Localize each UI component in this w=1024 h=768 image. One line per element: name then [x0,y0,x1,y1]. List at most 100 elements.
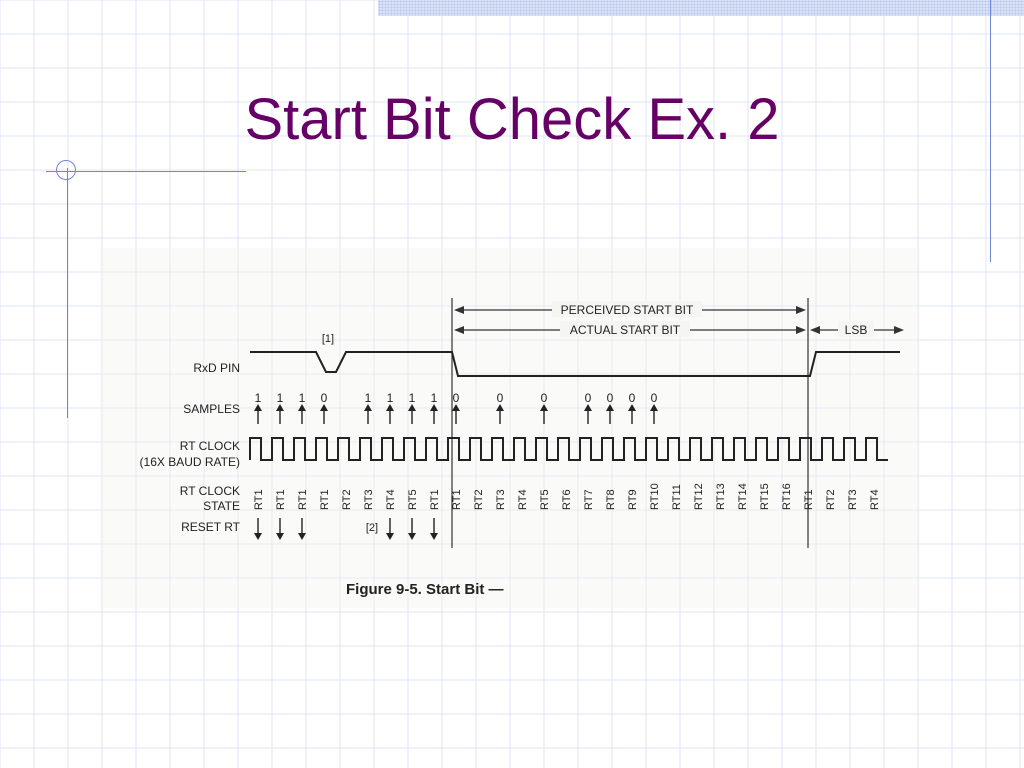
reset-rt-label: RESET RT [181,520,241,534]
sample-value: 0 [629,391,636,405]
rt-state-label: RT5 [407,489,419,510]
sample-value: 0 [321,391,328,405]
rt-clock-state-label: RT CLOCK [180,484,240,498]
rt-clock-waveform [249,437,888,461]
sample-arrowhead [254,404,262,411]
sample-value: 0 [541,391,548,405]
sample-value: 1 [409,391,416,405]
rt-state-label: RT1 [803,489,815,510]
sample-arrowhead [408,404,416,411]
rt-state-label: RT1 [275,489,287,510]
rt-state-label: RT8 [605,489,617,510]
actual-arrowhead-right [796,326,806,334]
perceived-start-bit-label: PERCEIVED START BIT [561,303,694,317]
decorative-title-underline [46,171,246,172]
sample-value: 1 [365,391,372,405]
rt-state-label: RT6 [561,489,573,510]
lsb-label: LSB [845,323,868,337]
actual-arrowhead-left [454,326,464,334]
sample-arrowhead [606,404,614,411]
rt-state-label: RT1 [429,489,441,510]
sample-arrowhead [430,404,438,411]
sample-value: 0 [651,391,658,405]
reset-arrowhead [408,533,416,540]
sample-arrowhead [298,404,306,411]
rt-clock-state-row: RT1 RT1 RT1 RT1 RT2 RT3 RT4 RT5 RT1 RT1 RT2 RT3 RT4 R… [253,483,881,510]
slide-title: Start Bit Check Ex. 2 [244,87,780,152]
perceived-arrowhead-left [454,306,464,314]
scanned-figure-backdrop [100,248,920,608]
rt-state-label: RT14 [737,483,749,510]
rt-state-label: RT10 [649,483,661,510]
rt-state-label: RT3 [495,489,507,510]
sample-arrowhead [584,404,592,411]
rt-state-label: RT4 [869,489,881,510]
rt-state-label: RT15 [759,483,771,510]
rt-state-label: RT1 [319,489,331,510]
rt-state-label: RT4 [385,489,397,510]
sample-arrowhead [452,404,460,411]
sample-arrowhead [364,404,372,411]
state-label: STATE [203,499,240,513]
baud-rate-label: (16X BAUD RATE) [140,455,240,469]
rt-state-label: RT13 [715,483,727,510]
samples-label: SAMPLES [183,402,240,416]
reset-arrowhead [298,533,306,540]
sample-arrowhead [540,404,548,411]
sample-value: 0 [453,391,460,405]
sample-value: 1 [387,391,394,405]
rt-state-label: RT1 [297,489,309,510]
sample-value: 1 [277,391,284,405]
reset-arrowhead [276,533,284,540]
rt-state-label: RT2 [473,489,485,510]
actual-start-bit-label: ACTUAL START BIT [570,323,681,337]
sample-arrowhead [496,404,504,411]
rt-clock-row [249,437,888,461]
rt-state-label: RT3 [847,489,859,510]
perceived-arrowhead-right [796,306,806,314]
sample-value: 1 [255,391,262,405]
rt-state-label: RT9 [627,489,639,510]
rt-state-label: RT5 [539,489,551,510]
rt-state-label: RT2 [341,489,353,510]
reset-rt-row [254,518,438,540]
rxd-pin-label: RxD PIN [193,361,240,375]
reset-arrowhead [254,533,262,540]
rt-state-label: RT3 [363,489,375,510]
note-2-marker: [2] [366,522,378,534]
actual-label-bg [560,321,690,337]
decorative-circle [56,160,76,180]
rt-state-label: RT7 [583,489,595,510]
rt-clock-label: RT CLOCK [180,439,240,453]
samples-row: 1 1 1 0 1 1 1 1 0 0 0 0 0 0 0 [254,391,658,424]
top-decorative-band [378,0,1024,16]
sample-value: 1 [299,391,306,405]
reset-arrowhead [430,533,438,540]
sample-arrowhead [628,404,636,411]
sample-value: 0 [497,391,504,405]
lsb-arrowhead-left [810,326,820,334]
sample-value: 0 [607,391,614,405]
rt-state-label: RT1 [451,489,463,510]
sample-arrowhead [276,404,284,411]
sample-arrowhead [386,404,394,411]
sample-arrowhead [320,404,328,411]
decorative-vertical-line-left [67,168,68,418]
rt-state-label: RT16 [781,483,793,510]
rt-state-label: RT2 [825,489,837,510]
rt-state-label: RT1 [253,489,265,510]
sample-value: 1 [431,391,438,405]
decorative-vertical-line-right [990,0,991,262]
figure-caption: Figure 9-5. Start Bit — [346,581,504,598]
perceived-label-bg [552,301,702,317]
lsb-arrowhead-right [894,326,904,334]
rxd-waveform [250,351,900,377]
rt-state-label: RT4 [517,489,529,510]
start-bit-timing-diagram: RxD PIN SAMPLES RT CLOCK (16X BAUD RATE)… [140,298,904,598]
sample-value: 0 [585,391,592,405]
rt-state-label: RT11 [671,484,683,510]
reset-arrowhead [386,533,394,540]
note-1-marker: [1] [322,333,334,345]
lsb-label-bg [838,321,874,337]
